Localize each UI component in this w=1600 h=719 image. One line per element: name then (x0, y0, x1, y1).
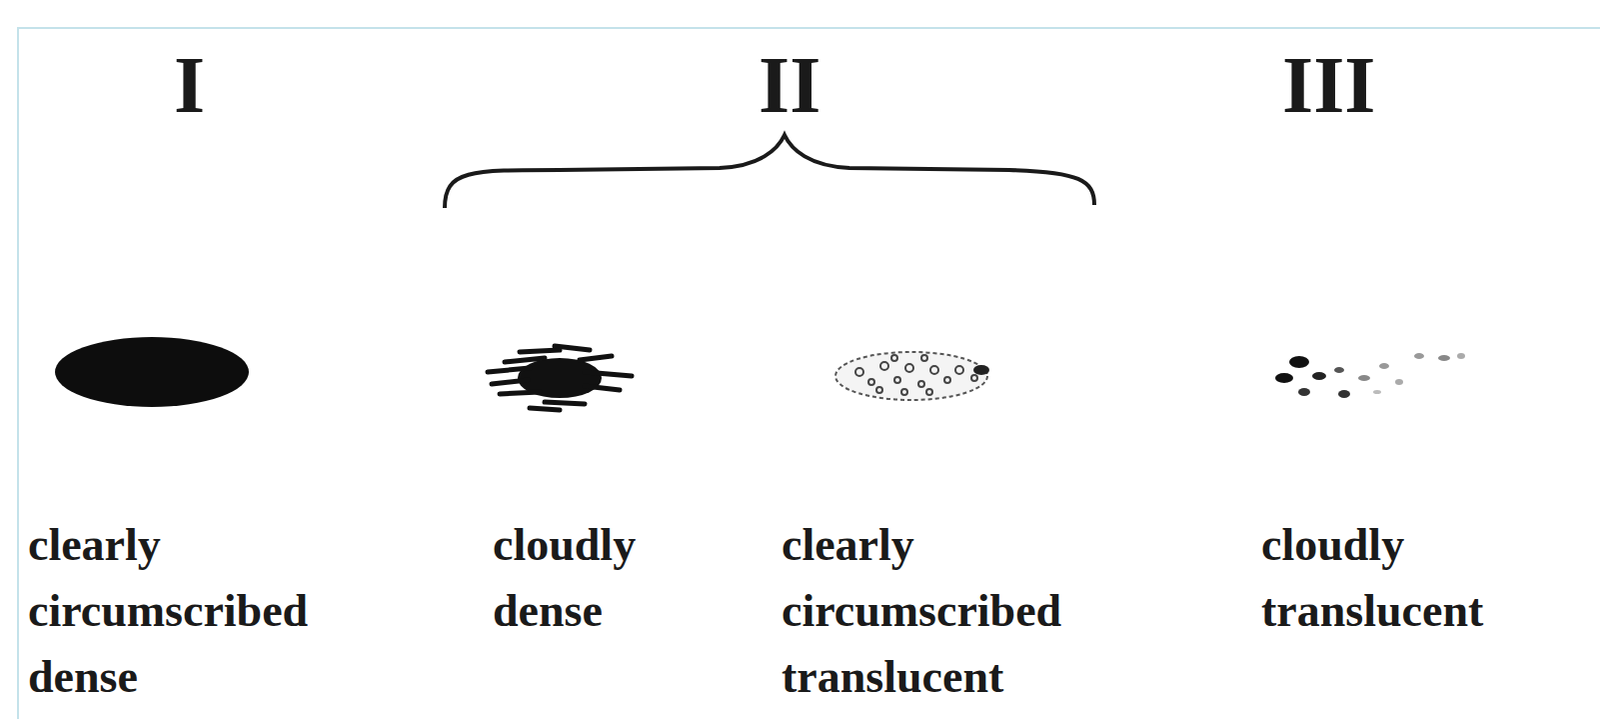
class-numeral: I (173, 44, 205, 125)
class-label: clearly circumscribed dense (27, 511, 428, 710)
class-label: cloudly translucent (1261, 511, 1572, 644)
class-label: cloudly dense (492, 511, 743, 644)
brace (444, 134, 1095, 208)
cloudly-dense-blob (487, 345, 632, 410)
translucent-blob (835, 351, 990, 400)
cloudly-translucent-blob (1275, 352, 1466, 398)
class-numeral: II (758, 44, 821, 125)
frame (17, 27, 1600, 719)
class-numeral: III (1282, 44, 1376, 125)
class-label: clearly circumscribed translucent (781, 511, 1182, 710)
dense-blob (54, 336, 249, 407)
